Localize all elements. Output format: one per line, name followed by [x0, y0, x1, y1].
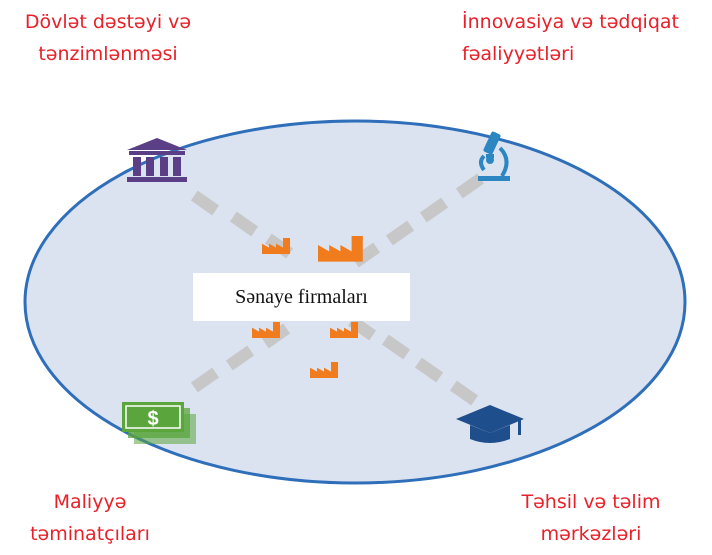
label-education-centers: Təhsil və təlim mərkəzləri: [486, 486, 696, 550]
center-box: Sənaye firmaları: [193, 273, 410, 321]
label-education-centers-text: Təhsil və təlim mərkəzləri: [521, 491, 661, 545]
factory-icon: [262, 238, 290, 254]
label-government-support-text: Dövlət dəstəyi və tənzimlənməsi: [24, 11, 192, 65]
factory-icon: [310, 362, 338, 378]
label-financial-providers-text: Maliyyə təminatçıları: [30, 491, 150, 545]
factory-icons: [252, 236, 363, 378]
label-financial-providers: Maliyyə təminatçıları: [0, 486, 180, 550]
graduation-cap-icon: [456, 405, 524, 443]
factory-icon: [252, 322, 280, 338]
connector-dash: [229, 211, 259, 237]
connector-dash: [385, 220, 415, 246]
connector-dash: [225, 345, 255, 371]
label-innovation-research: İnnovasiya və tədqiqat fəaliyyətləri: [462, 6, 710, 70]
connector-dash: [381, 334, 411, 360]
connector-dash: [455, 173, 485, 199]
connector-dash: [414, 357, 444, 383]
label-innovation-research-text: İnnovasiya və tədqiqat fəaliyyətləri: [462, 11, 679, 65]
connector-dash: [347, 315, 377, 341]
label-government-support: Dövlət dəstəyi və tənzimlənməsi: [8, 6, 208, 70]
connector-dash: [190, 190, 220, 216]
bank-icon: [127, 138, 187, 182]
money-icon: $: [122, 402, 196, 444]
money-symbol: $: [147, 408, 158, 430]
center-label: Sənaye firmaları: [235, 285, 368, 308]
factory-icon: [330, 322, 358, 338]
connector-dash: [449, 380, 479, 406]
factory-icon: [318, 236, 363, 262]
connector-dash: [419, 197, 449, 223]
connector-dash: [190, 367, 220, 393]
microscope-icon: [478, 131, 510, 181]
connector-dashes: [190, 173, 485, 406]
